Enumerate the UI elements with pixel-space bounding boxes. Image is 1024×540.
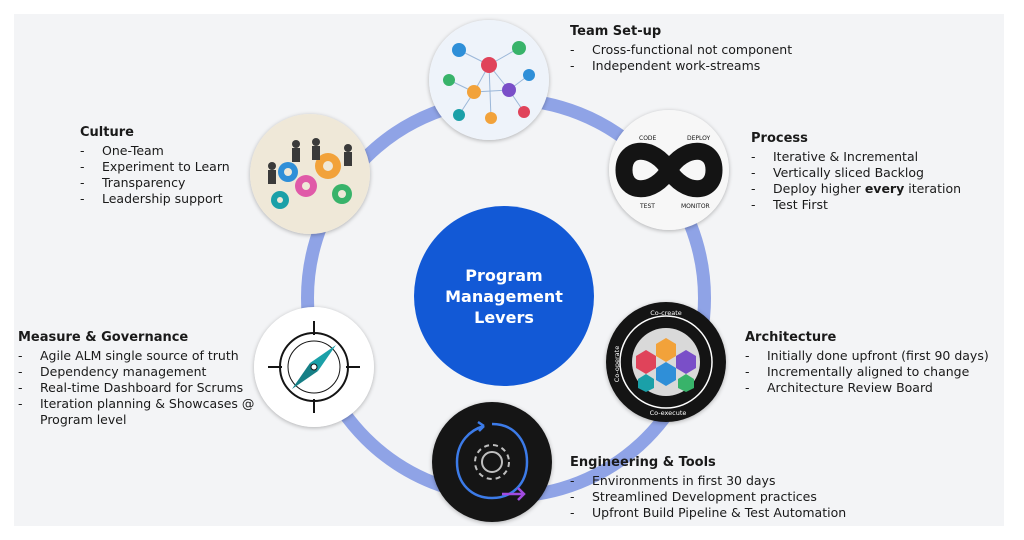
process-point-emphasis: every (864, 181, 905, 196)
measure-point: Iteration planning & Showcases @ Program… (18, 396, 270, 428)
culture-point: Leadership support (80, 191, 230, 207)
infinity-loop-icon: CODE DEPLOY TEST MONITOR (609, 110, 729, 230)
hexagon-framework-icon: Co-create Co-operate Co-execute (606, 302, 726, 422)
engineering-title: Engineering & Tools (570, 455, 716, 470)
gear-pipeline-icon (432, 402, 552, 522)
engineering-point: Streamlined Development practices (570, 489, 846, 505)
process-node: CODE DEPLOY TEST MONITOR (609, 110, 729, 230)
culture-point: Experiment to Learn (80, 159, 230, 175)
engineering-point: Environments in first 30 days (570, 473, 846, 489)
process-point: Deploy higher every iteration (751, 181, 961, 197)
architecture-point: Architecture Review Board (745, 380, 989, 396)
measure-title: Measure & Governance (18, 330, 189, 345)
architecture-point: Initially done upfront (first 90 days) (745, 348, 989, 364)
ring-label-co-execute: Co-execute (650, 409, 687, 417)
process-point-start: Deploy higher (773, 181, 861, 196)
architecture-node: Co-create Co-operate Co-execute (606, 302, 726, 422)
engineering-block: Engineering & Tools Environments in firs… (570, 455, 846, 521)
culture-title: Culture (80, 125, 134, 140)
team-setup-block: Team Set-up Cross-functional not compone… (570, 24, 792, 74)
team-setup-title: Team Set-up (570, 24, 662, 39)
loop-label-test: TEST (639, 203, 655, 210)
ring-label-co-operate: Co-operate (613, 346, 621, 382)
measure-node (254, 307, 374, 427)
ring-label-co-create: Co-create (650, 309, 682, 317)
loop-label-monitor: MONITOR (681, 203, 710, 210)
process-point: Test First (751, 197, 961, 213)
measure-point: Agile ALM single source of truth (18, 348, 270, 364)
culture-block: Culture One-Team Experiment to Learn Tra… (80, 125, 230, 207)
people-gears-icon (250, 114, 370, 234)
process-title: Process (751, 131, 808, 146)
team-setup-point: Cross-functional not component (570, 42, 792, 58)
architecture-block: Architecture Initially done upfront (fir… (745, 330, 989, 396)
measure-point: Real-time Dashboard for Scrums (18, 380, 270, 396)
process-point-end: iteration (908, 181, 962, 196)
process-block: Process Iterative & Incremental Vertical… (751, 131, 961, 213)
engineering-point: Upfront Build Pipeline & Test Automation (570, 505, 846, 521)
process-point: Vertically sliced Backlog (751, 165, 961, 181)
people-network-icon (429, 20, 549, 140)
compass-icon (254, 307, 374, 427)
architecture-title: Architecture (745, 330, 837, 345)
architecture-point: Incrementally aligned to change (745, 364, 989, 380)
hub-label: Program Management Levers (445, 265, 563, 327)
loop-label-deploy: DEPLOY (687, 135, 711, 142)
loop-label-code: CODE (639, 135, 657, 142)
diagram-canvas: Program Management Levers (14, 14, 1004, 526)
engineering-node (432, 402, 552, 522)
team-setup-node (429, 20, 549, 140)
measure-block: Measure & Governance Agile ALM single so… (18, 330, 270, 428)
culture-point: Transparency (80, 175, 230, 191)
culture-point: One-Team (80, 143, 230, 159)
team-setup-point: Independent work-streams (570, 58, 792, 74)
culture-node (250, 114, 370, 234)
process-point: Iterative & Incremental (751, 149, 961, 165)
measure-point: Dependency management (18, 364, 270, 380)
hub-circle: Program Management Levers (414, 206, 594, 386)
